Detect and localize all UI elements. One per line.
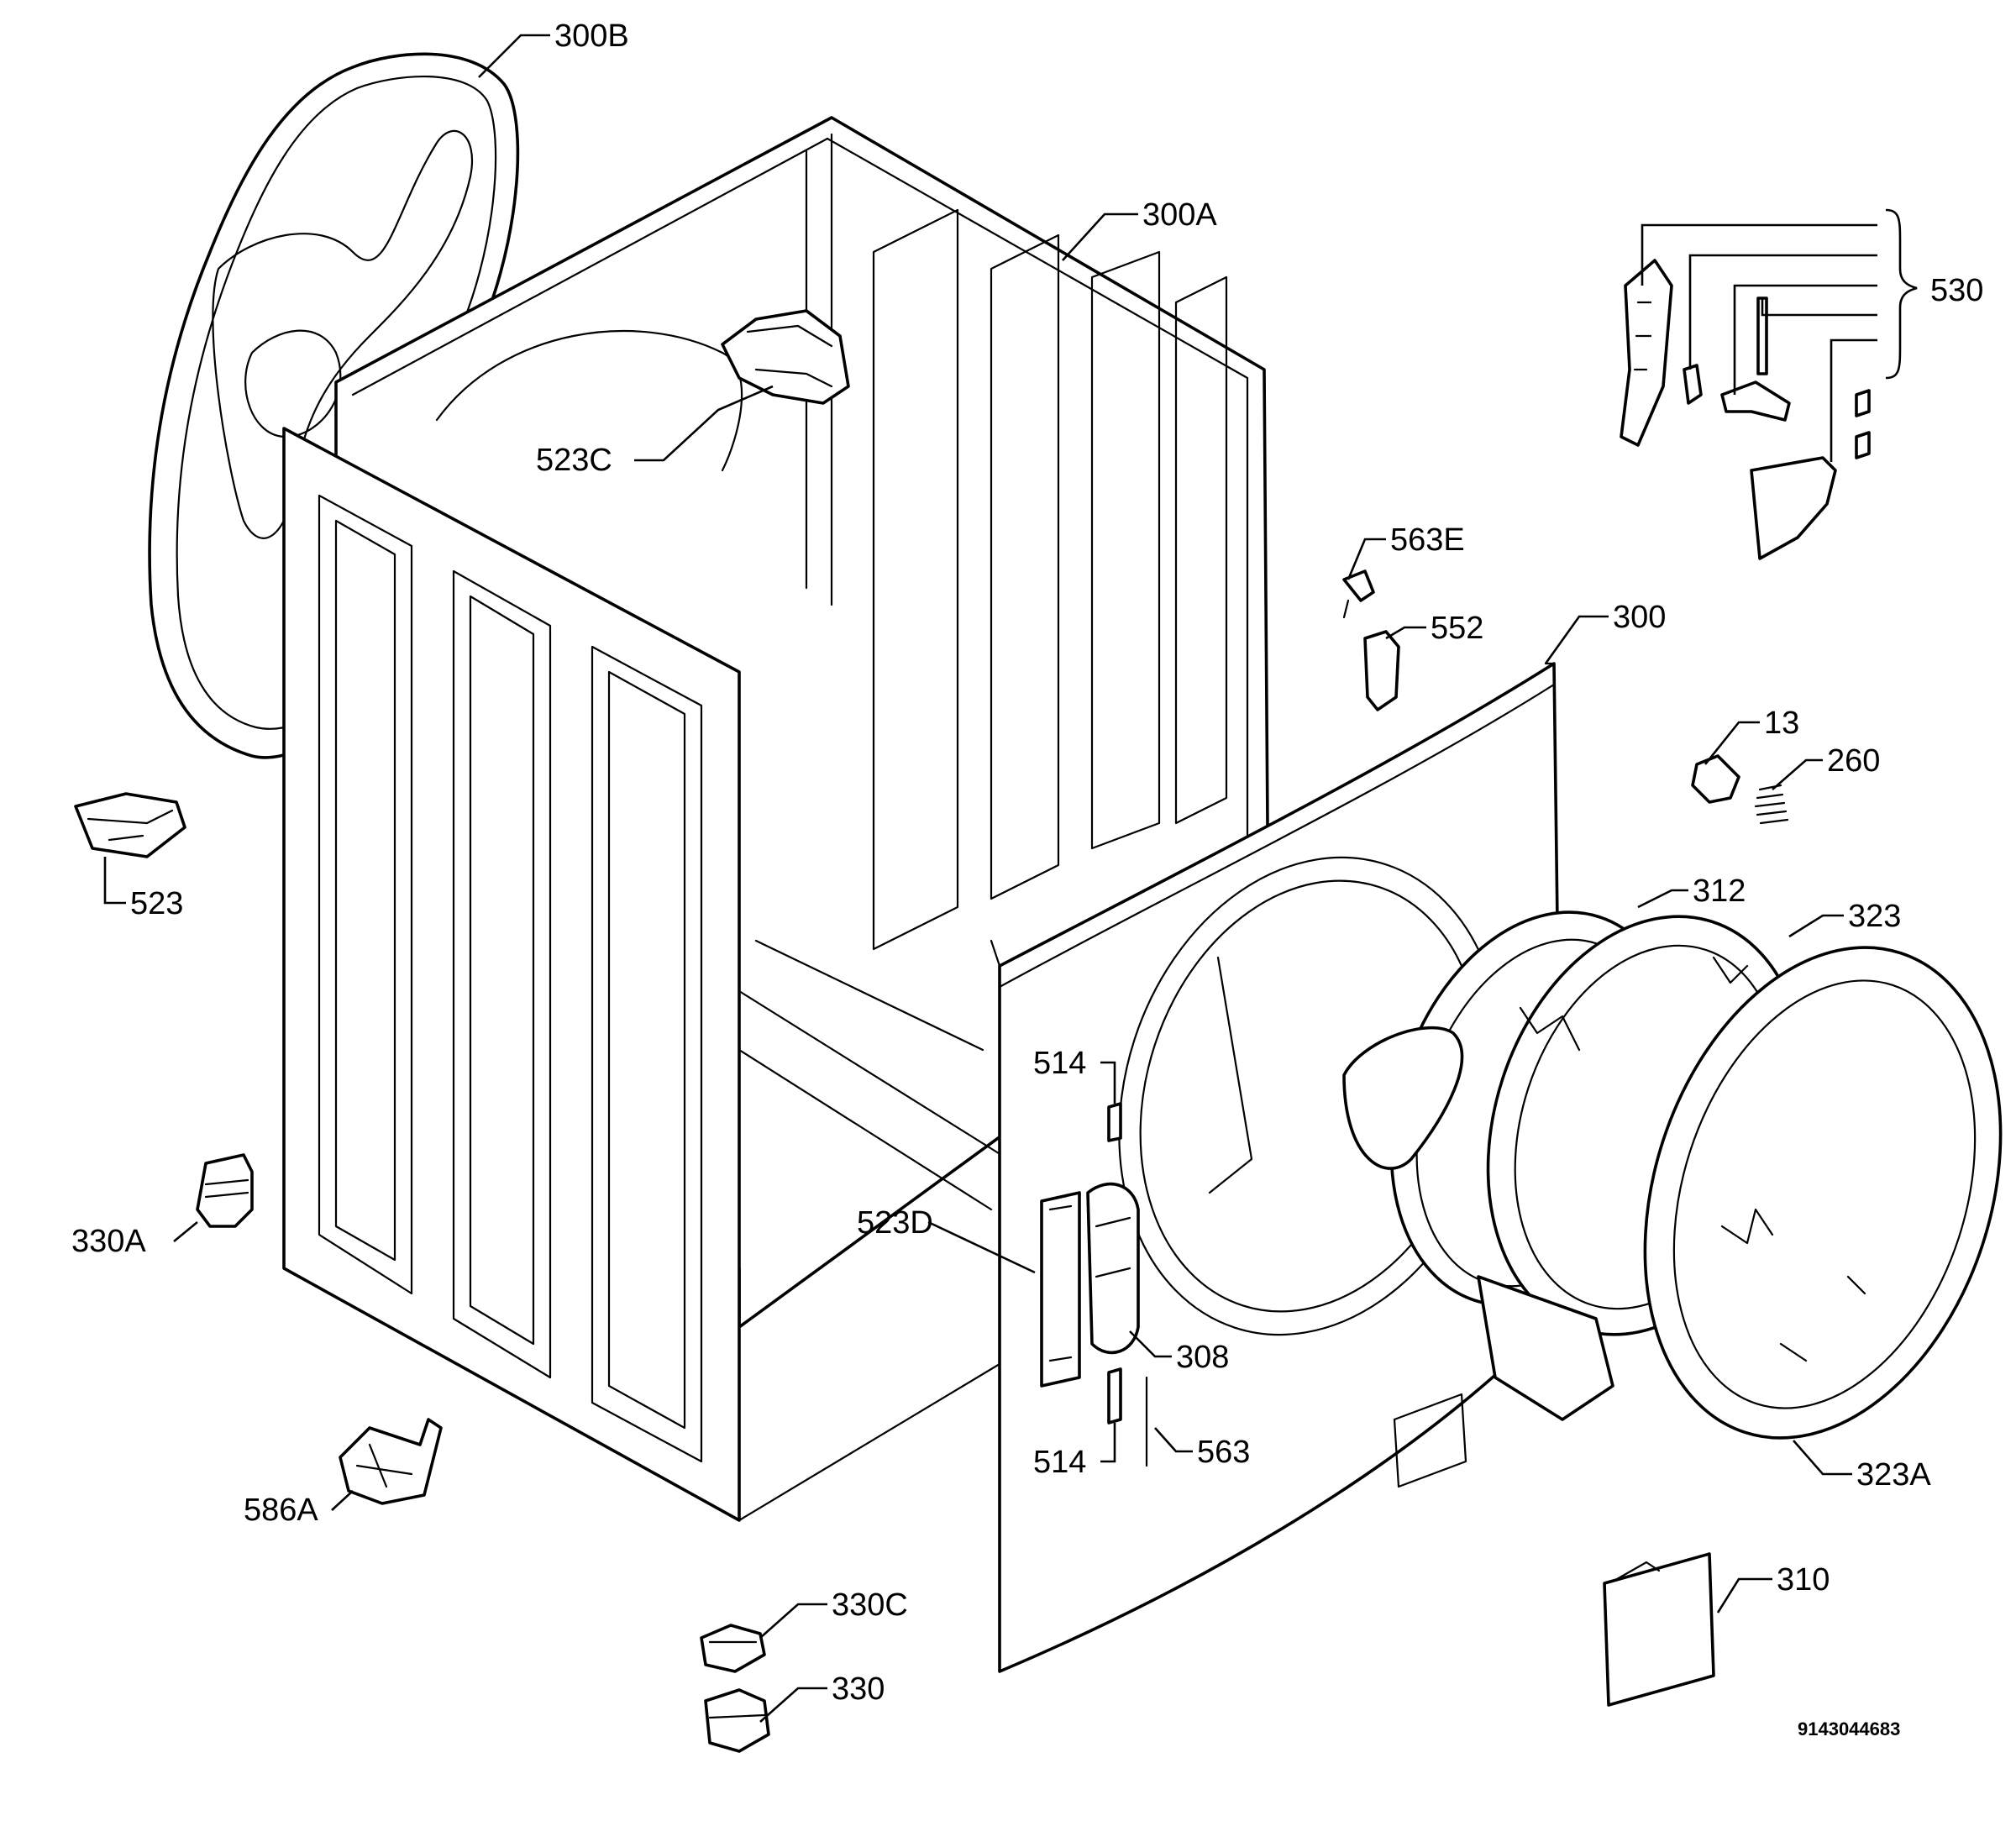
label-13: 13	[1764, 706, 1799, 741]
label-330: 330	[832, 1671, 885, 1707]
label-300A: 300A	[1142, 197, 1217, 233]
label-563: 563	[1197, 1435, 1250, 1470]
label-323A: 323A	[1856, 1457, 1931, 1493]
leader-lines	[103, 34, 1852, 1723]
label-552: 552	[1431, 611, 1483, 646]
label-300: 300	[1613, 600, 1666, 635]
label-523: 523	[130, 886, 183, 921]
label-523D: 523D	[857, 1205, 933, 1241]
part-552-latch	[1363, 630, 1400, 711]
callout-labels: 300B 300A 530 523C 563E 552 300 13 260 5…	[71, 18, 1983, 1739]
label-260: 260	[1827, 743, 1880, 779]
part-260-spring	[1754, 784, 1789, 825]
part-310-flap	[1603, 1552, 1715, 1707]
part-523-clip	[74, 792, 186, 858]
part-530-hinge-set	[1620, 208, 1918, 560]
part-330-foot	[704, 1688, 770, 1753]
label-514-bottom: 514	[1033, 1445, 1086, 1480]
part-330A-foot	[196, 1153, 254, 1228]
label-323: 323	[1848, 899, 1901, 934]
part-563E-screw	[1342, 569, 1375, 619]
label-514-top: 514	[1033, 1046, 1086, 1081]
part-323A-outer-ring	[1643, 946, 2003, 1440]
label-308: 308	[1176, 1340, 1229, 1375]
part-13-bushing	[1691, 754, 1740, 804]
label-330C: 330C	[832, 1587, 908, 1623]
drawing-number: 9143044683	[1798, 1718, 1900, 1739]
label-300B: 300B	[554, 18, 629, 54]
label-523C: 523C	[536, 443, 612, 478]
part-586A-clamp	[339, 1418, 443, 1505]
label-586A: 586A	[244, 1493, 318, 1528]
part-523C-clip	[721, 309, 850, 405]
part-330C-nut	[700, 1624, 766, 1673]
label-310: 310	[1777, 1562, 1830, 1598]
label-312: 312	[1693, 874, 1746, 909]
label-530: 530	[1930, 273, 1983, 308]
label-330A: 330A	[71, 1224, 146, 1259]
label-563E: 563E	[1390, 522, 1465, 558]
